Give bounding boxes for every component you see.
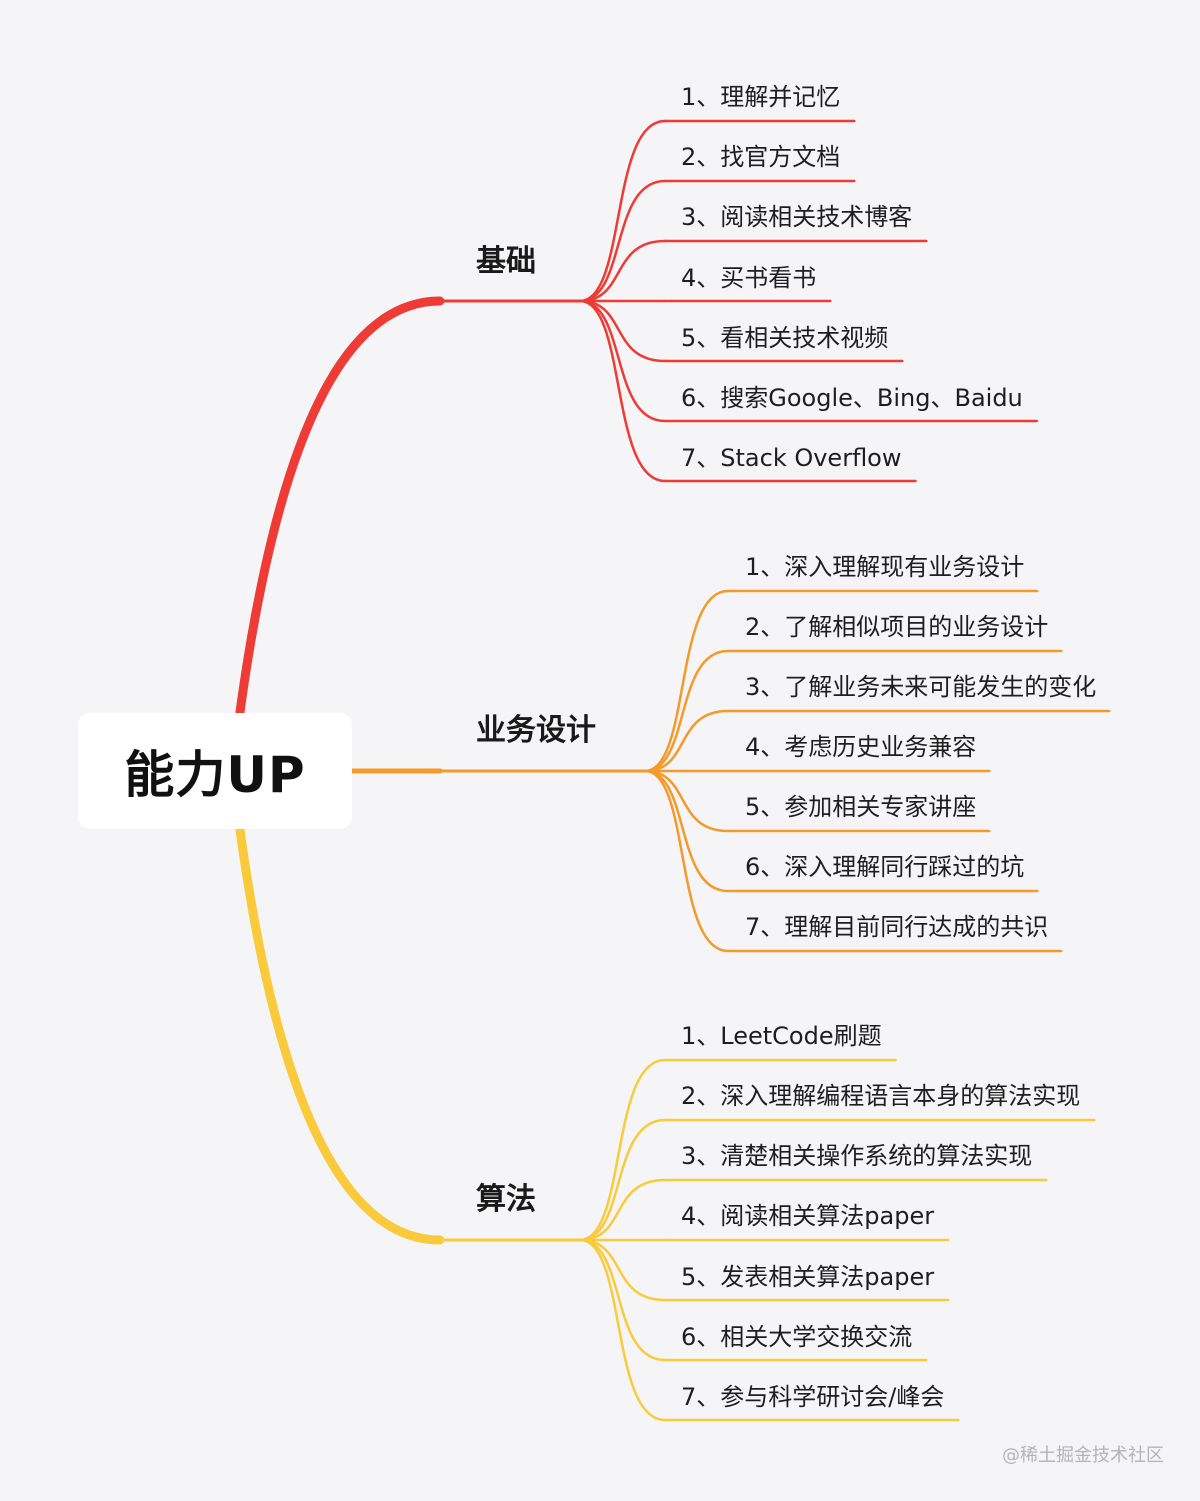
leaf-business-3: 3、了解业务未来可能发生的变化: [745, 673, 1097, 701]
root-label: 能力UP: [124, 746, 306, 804]
leaf-connector-basics-7: [578, 299, 667, 483]
leaf-algorithms-6: 6、相关大学交换交流: [681, 1323, 913, 1351]
leaf-connector-algorithms-6: [578, 1238, 667, 1362]
root-node: 能力UP: [78, 713, 352, 829]
leaf-connector-basics-6: [578, 299, 667, 423]
leaf-business-6: 6、深入理解同行踩过的坑: [745, 853, 1025, 881]
leaf-business-5: 5、参加相关专家讲座: [745, 793, 977, 821]
leaf-connector-algorithms-1: [578, 1058, 667, 1242]
branch-label-algorithms: 算法: [476, 1182, 536, 1217]
leaf-basics-2: 2、找官方文档: [681, 143, 841, 171]
leaf-basics-3: 3、阅读相关技术博客: [681, 203, 913, 231]
leaf-algorithms-1: 1、LeetCode刷题: [681, 1022, 882, 1050]
leaf-algorithms-2: 2、深入理解编程语言本身的算法实现: [681, 1082, 1081, 1110]
leaf-connector-basics-3: [578, 239, 667, 303]
leaf-basics-1: 1、理解并记忆: [681, 83, 841, 111]
leaf-basics-5: 5、看相关技术视频: [681, 324, 889, 352]
leaf-connector-algorithms-5: [578, 1238, 667, 1302]
leaf-algorithms-3: 3、清楚相关操作系统的算法实现: [681, 1142, 1033, 1170]
leaf-connector-basics-1: [578, 119, 667, 303]
leaf-connector-business-3: [643, 709, 730, 773]
leaf-basics-4: 4、买书看书: [681, 264, 817, 292]
leaf-business-7: 7、理解目前同行达成的共识: [745, 913, 1049, 941]
leaf-business-4: 4、考虑历史业务兼容: [745, 733, 977, 761]
leaf-connector-basics-5: [578, 299, 667, 363]
leaf-connector-business-5: [643, 769, 730, 833]
leaf-connector-business-2: [643, 649, 730, 773]
leaf-connector-business-7: [643, 769, 730, 953]
leaf-connector-basics-2: [578, 179, 667, 303]
leaf-business-1: 1、深入理解现有业务设计: [745, 553, 1025, 581]
trunk-basics: [235, 296, 445, 717]
branch-label-basics: 基础: [476, 244, 536, 279]
leaf-connector-business-1: [643, 589, 730, 773]
leaf-connector-algorithms-2: [578, 1118, 667, 1242]
leaf-algorithms-4: 4、阅读相关算法paper: [681, 1202, 935, 1230]
leaf-connector-algorithms-7: [578, 1238, 667, 1422]
branch-label-business-design: 业务设计: [476, 713, 596, 748]
leaf-connector-business-6: [643, 769, 730, 893]
leaf-algorithms-7: 7、参与科学研讨会/峰会: [681, 1383, 945, 1411]
trunk-algorithms: [235, 825, 445, 1245]
leaf-algorithms-5: 5、发表相关算法paper: [681, 1263, 935, 1291]
leaf-connector-algorithms-3: [578, 1178, 667, 1242]
leaf-basics-6: 6、搜索Google、Bing、Baidu: [681, 384, 1023, 412]
watermark: @稀土掘金技术社区: [1002, 1445, 1164, 1466]
leaf-basics-7: 7、Stack Overflow: [681, 444, 902, 472]
leaf-business-2: 2、了解相似项目的业务设计: [745, 613, 1049, 641]
